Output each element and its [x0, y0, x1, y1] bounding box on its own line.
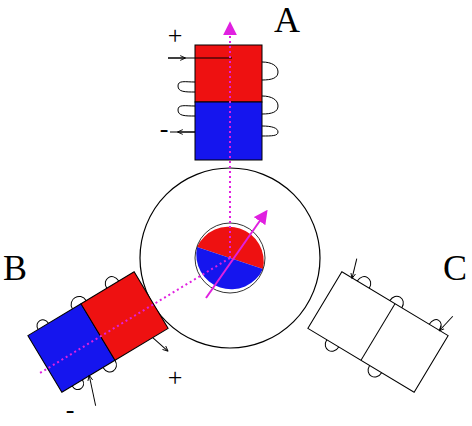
field-axis-a [229, 24, 231, 258]
coil-c [304, 255, 458, 399]
phase-label: C [443, 250, 467, 286]
rotor-field-arrow [206, 212, 266, 298]
coil-b [24, 265, 183, 417]
phase-label: B [3, 250, 27, 286]
polarity-sign: - [160, 116, 169, 142]
polarity-sign: - [66, 397, 75, 423]
phase-label: A [274, 2, 300, 38]
field-axis-b [40, 258, 230, 373]
polarity-sign: + [168, 365, 183, 391]
coil-a [168, 45, 278, 160]
polarity-sign: + [168, 23, 183, 49]
